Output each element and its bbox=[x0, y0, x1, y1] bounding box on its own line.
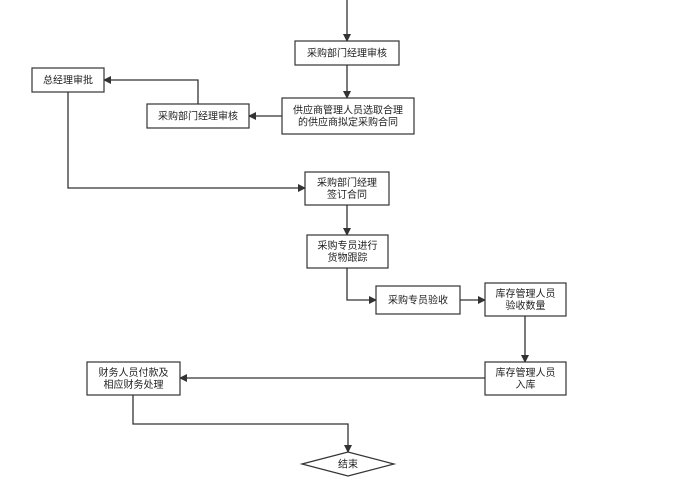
node-supplier-selection-label-line-1: 供应商管理人员选取合理 bbox=[293, 104, 403, 117]
node-buyer-inspection-label-line-1: 采购专员验收 bbox=[388, 294, 448, 307]
node-goods-tracking-label-line-1: 采购专员进行 bbox=[318, 239, 378, 252]
node-manager-review-left: 采购部门经理审核 bbox=[146, 103, 250, 129]
flowchart-nodes: 采购部门经理审核总经理审批采购部门经理审核供应商管理人员选取合理的供应商拟定采购… bbox=[31, 40, 567, 477]
edge-manager-review-left-to-gm bbox=[103, 76, 199, 104]
node-manager-review-top-shape bbox=[294, 40, 400, 66]
node-general-manager-approval-shape bbox=[31, 67, 105, 93]
edge-gm-to-sign-contract bbox=[67, 92, 306, 192]
node-finance-payment-label-line-1: 财务人员付款及 bbox=[99, 366, 169, 379]
node-general-manager-approval-label-line-1: 总经理审批 bbox=[43, 74, 93, 87]
edge-tracking-to-inspection bbox=[346, 268, 377, 304]
node-manager-review-left-label-line-1: 采购部门经理审核 bbox=[158, 110, 238, 123]
node-manager-review-top-label-line-1: 采购部门经理审核 bbox=[307, 47, 387, 60]
node-manager-sign-contract-label-line-1: 采购部门经理 bbox=[317, 176, 377, 189]
node-warehouse-count-label-line-1: 库存管理人员 bbox=[496, 287, 556, 300]
node-buyer-inspection: 采购专员验收 bbox=[375, 285, 461, 315]
node-finance-payment-label-line-2: 相应财务处理 bbox=[104, 378, 164, 391]
node-manager-sign-contract-label-line-2: 签订合同 bbox=[327, 188, 367, 201]
node-end: 结束 bbox=[299, 451, 397, 477]
node-warehouse-count-label-line-2: 验收数量 bbox=[506, 299, 546, 312]
node-warehouse-storage-label-line-2: 入库 bbox=[516, 378, 536, 391]
node-supplier-selection-label-line-2: 的供应商拟定采购合同 bbox=[298, 116, 398, 129]
node-buyer-inspection-shape bbox=[375, 285, 461, 315]
flowchart-edges bbox=[67, 0, 529, 453]
node-general-manager-approval: 总经理审批 bbox=[31, 67, 105, 93]
node-end-label-line-1: 结束 bbox=[338, 458, 358, 471]
node-warehouse-storage-shape bbox=[484, 361, 567, 396]
node-warehouse-count-shape bbox=[484, 282, 567, 317]
node-end-shape bbox=[299, 451, 397, 477]
node-goods-tracking-shape bbox=[306, 234, 389, 269]
node-manager-review-top: 采购部门经理审核 bbox=[294, 40, 400, 66]
node-supplier-selection-shape bbox=[281, 97, 415, 135]
node-goods-tracking-label-line-2: 货物跟踪 bbox=[328, 251, 368, 264]
edge-finance-to-end bbox=[132, 395, 352, 453]
node-finance-payment-shape bbox=[86, 361, 181, 396]
node-warehouse-storage-label-line-1: 库存管理人员 bbox=[496, 366, 556, 379]
node-manager-review-left-shape bbox=[146, 103, 250, 129]
node-manager-sign-contract-shape bbox=[304, 171, 390, 206]
